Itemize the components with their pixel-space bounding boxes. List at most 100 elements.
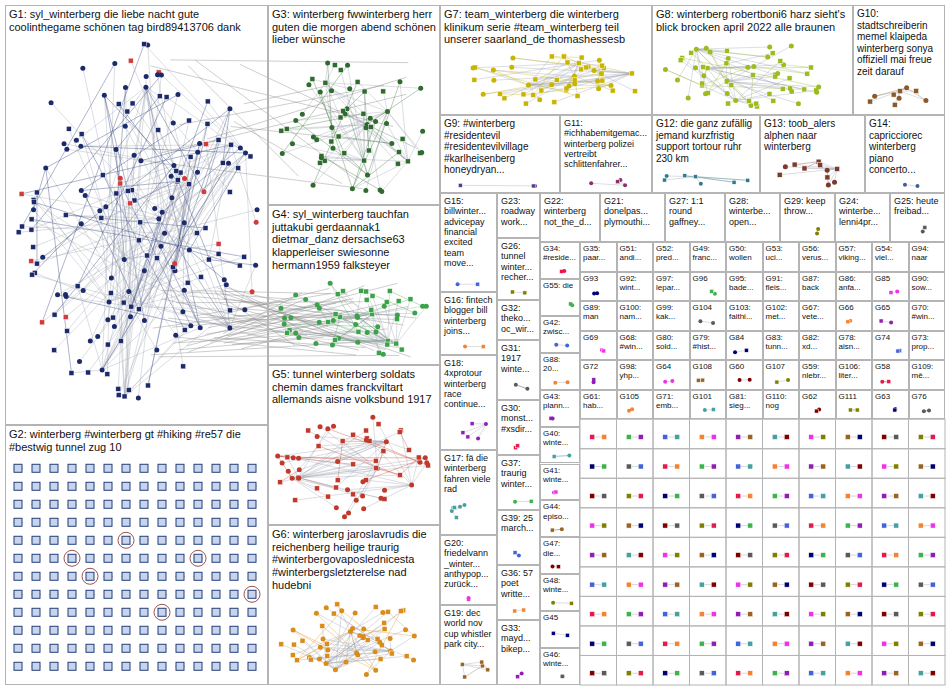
small-group-cell — [799, 567, 836, 597]
network-edge — [66, 215, 206, 228]
network-vertex — [897, 89, 902, 94]
network-vertex — [248, 518, 256, 526]
network-vertex — [736, 671, 741, 676]
network-vertex — [228, 308, 233, 313]
small-group-cell — [617, 567, 654, 597]
network-vertex — [733, 350, 737, 354]
network-vertex — [360, 479, 365, 484]
network-edge — [387, 112, 421, 153]
network-edge — [292, 478, 328, 496]
network-vertex — [395, 161, 400, 166]
small-group-cell — [726, 419, 763, 449]
network-vertex — [514, 383, 518, 387]
self-loop — [64, 550, 80, 566]
network-vertex — [212, 536, 220, 544]
group-label: G1: syl_winterberg die liebe nacht gute … — [6, 6, 267, 35]
network-vertex — [123, 85, 128, 90]
network-vertex — [248, 590, 256, 598]
network-vertex — [399, 347, 404, 352]
network-vertex — [783, 164, 788, 169]
network-vertex — [248, 644, 256, 652]
network-vertex — [195, 170, 200, 175]
network-vertex — [463, 675, 467, 679]
network-vertex — [176, 464, 184, 472]
network-edge — [321, 156, 380, 190]
network-vertex — [384, 439, 389, 444]
network-vertex — [602, 671, 607, 676]
network-vertex — [216, 137, 221, 142]
network-vertex — [772, 582, 777, 587]
network-vertex — [237, 263, 242, 268]
network-vertex — [845, 523, 850, 528]
network-edge — [171, 164, 363, 189]
network-vertex — [52, 348, 57, 353]
network-vertex — [230, 464, 238, 472]
network-edge — [526, 76, 575, 103]
network-edge — [65, 184, 189, 294]
network-vertex — [809, 612, 814, 617]
network-vertex — [602, 434, 607, 439]
network-vertex — [194, 572, 202, 580]
network-vertex — [324, 605, 329, 610]
network-vertex — [711, 523, 716, 528]
network-vertex — [510, 55, 515, 60]
network-vertex — [595, 79, 600, 84]
small-group-cell — [580, 508, 617, 538]
network-vertex — [50, 590, 58, 598]
network-vertex — [314, 486, 319, 491]
network-vertex — [526, 83, 531, 88]
network-edge — [504, 63, 578, 98]
network-edge — [229, 283, 397, 325]
network-edge — [388, 301, 399, 341]
network-vertex — [918, 523, 923, 528]
network-edge — [478, 424, 486, 438]
network-vertex — [157, 94, 162, 99]
network-edge — [334, 614, 391, 651]
network-vertex — [882, 434, 887, 439]
network-vertex — [362, 158, 367, 163]
network-edge — [475, 67, 528, 85]
network-edge — [51, 103, 159, 219]
network-vertex — [918, 434, 923, 439]
network-edge — [192, 291, 348, 294]
network-vertex — [846, 320, 850, 324]
small-group-cell — [580, 567, 617, 597]
network-vertex — [111, 315, 116, 320]
network-vertex — [104, 554, 112, 562]
network-vertex — [285, 330, 290, 335]
network-vertex — [105, 342, 110, 347]
network-vertex — [32, 626, 40, 634]
network-vertex — [347, 86, 352, 91]
network-vertex — [194, 464, 202, 472]
network-vertex — [424, 460, 429, 465]
small-group-cell — [909, 655, 946, 685]
network-vertex — [140, 536, 148, 544]
network-edge — [298, 462, 420, 477]
network-edge — [188, 66, 298, 176]
network-vertex — [205, 121, 210, 126]
network-vertex — [140, 554, 148, 562]
network-vertex — [821, 612, 826, 617]
network-vertex — [195, 150, 200, 155]
network-vertex — [521, 92, 526, 97]
network-vertex — [340, 439, 345, 444]
network-edge — [171, 176, 230, 328]
network-vertex — [699, 671, 704, 676]
network-vertex — [220, 160, 225, 165]
network-edge — [120, 183, 191, 325]
network-vertex — [699, 464, 704, 469]
network-vertex — [361, 111, 366, 116]
network-vertex — [599, 71, 604, 76]
network-edge — [708, 68, 817, 92]
network-vertex — [412, 311, 417, 316]
network-edge — [141, 140, 219, 161]
network-vertex — [775, 71, 780, 76]
network-edge — [452, 505, 465, 511]
network-vertex — [590, 582, 595, 587]
self-loop — [244, 586, 260, 602]
network-vertex — [567, 83, 572, 88]
network-vertex — [711, 641, 716, 646]
network-vertex — [158, 464, 166, 472]
network-vertex — [724, 61, 729, 66]
network-vertex — [253, 263, 258, 268]
